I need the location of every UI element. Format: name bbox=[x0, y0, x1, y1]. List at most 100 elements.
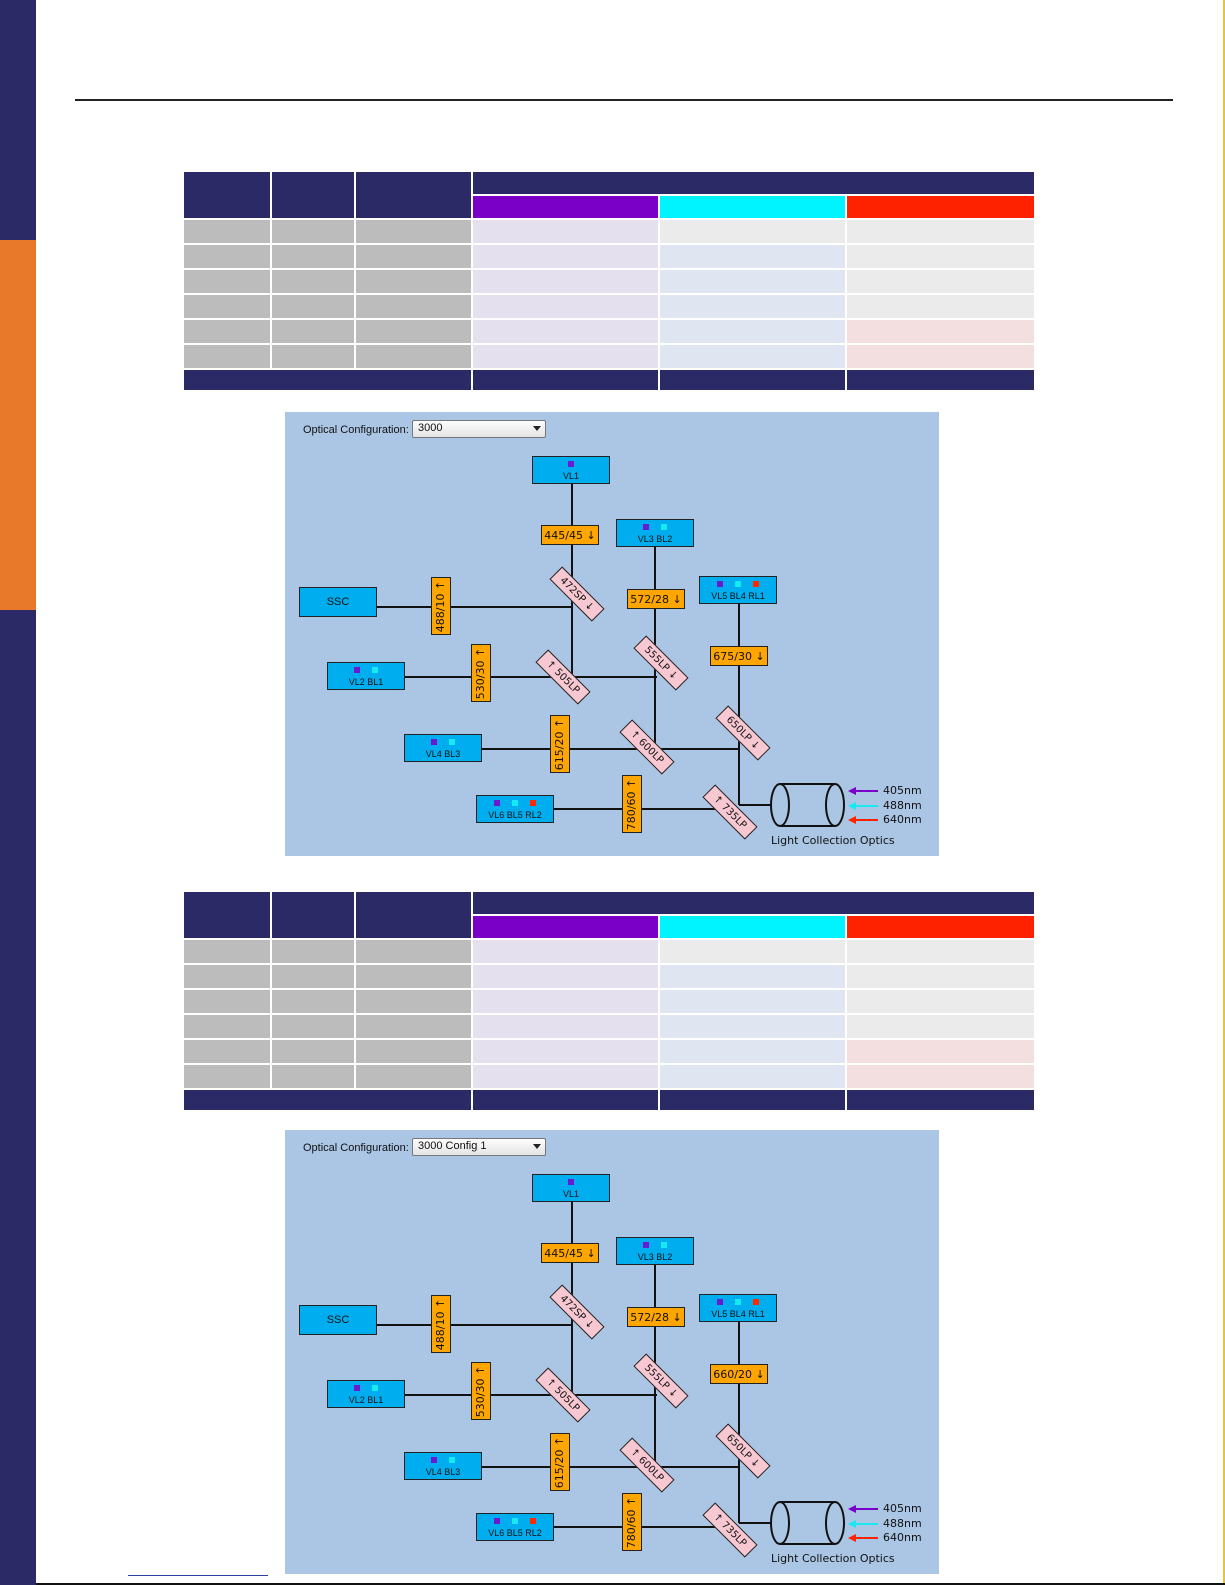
filter-780-60[interactable]: 780/60 ↑ bbox=[622, 1493, 642, 1551]
table-row bbox=[182, 963, 1037, 990]
red-laser-column bbox=[844, 914, 1037, 940]
chevron-down-icon bbox=[533, 1144, 541, 1149]
violet-laser-column bbox=[471, 914, 660, 940]
laser-488: 488nm bbox=[883, 1517, 922, 1530]
table-row bbox=[182, 1013, 1037, 1040]
light-collection-optics-icon bbox=[770, 783, 845, 827]
violet-dot-icon bbox=[431, 739, 437, 745]
optical-panel-2: Optical Configuration: 3000 Config 1 VL1… bbox=[285, 1130, 939, 1574]
red-laser-column bbox=[844, 194, 1037, 220]
table-footer bbox=[182, 1088, 1037, 1112]
table-row bbox=[182, 243, 1037, 270]
cyan-dot-icon bbox=[372, 667, 378, 673]
violet-dot-icon bbox=[717, 581, 723, 587]
detector-vl3-bl2[interactable]: VL3 BL2 bbox=[616, 1237, 694, 1265]
filter-445-45[interactable]: 445/45 ↓ bbox=[541, 525, 599, 545]
laser-header bbox=[470, 890, 1037, 916]
violet-dot-icon bbox=[354, 1385, 360, 1391]
cyan-dot-icon bbox=[661, 1242, 667, 1248]
table-row bbox=[182, 1063, 1037, 1090]
optical-config-label: Optical Configuration: bbox=[303, 1142, 409, 1154]
detector-vl5-bl4-rl1[interactable]: VL5 BL4 RL1 bbox=[699, 1294, 777, 1322]
cyan-dot-icon bbox=[661, 524, 667, 530]
detector-ssc[interactable]: SSC bbox=[299, 587, 377, 617]
optical-config-value: 3000 bbox=[418, 422, 443, 434]
detector-vl6-bl5-rl2[interactable]: VL6 BL5 RL2 bbox=[476, 795, 554, 823]
cyan-dot-icon bbox=[735, 581, 741, 587]
detector-ssc[interactable]: SSC bbox=[299, 1305, 377, 1335]
table-row bbox=[182, 343, 1037, 370]
light-collection-optics-label: Light Collection Optics bbox=[771, 834, 895, 847]
laser-405: 405nm bbox=[883, 1502, 922, 1515]
table-row bbox=[182, 1038, 1037, 1065]
filter-615-20[interactable]: 615/20 ↑ bbox=[550, 1433, 570, 1491]
filter-675-30[interactable]: 675/30 ↓ bbox=[710, 646, 768, 666]
red-dot-icon bbox=[530, 1518, 536, 1524]
cyan-dot-icon bbox=[449, 1457, 455, 1463]
sidebar-accent-orange bbox=[0, 240, 36, 610]
violet-dot-icon bbox=[717, 1299, 723, 1305]
light-path-lines bbox=[377, 484, 878, 827]
filter-780-60[interactable]: 780/60 ↑ bbox=[622, 775, 642, 833]
laser-640: 640nm bbox=[883, 1531, 922, 1544]
detector-vl2-bl1[interactable]: VL2 BL1 bbox=[327, 1380, 405, 1408]
violet-dot-icon bbox=[568, 1179, 574, 1185]
laser-arrows bbox=[848, 787, 878, 824]
table-row bbox=[182, 218, 1037, 245]
detector-vl5-bl4-rl1[interactable]: VL5 BL4 RL1 bbox=[699, 576, 777, 604]
laser-405: 405nm bbox=[883, 784, 922, 797]
detector-vl1[interactable]: VL1 bbox=[532, 456, 610, 484]
table-row bbox=[182, 318, 1037, 345]
blue-laser-column bbox=[658, 194, 847, 220]
detector-vl3-bl2[interactable]: VL3 BL2 bbox=[616, 519, 694, 547]
optical-config-dropdown[interactable]: 3000 bbox=[412, 420, 546, 438]
chevron-down-icon bbox=[533, 426, 541, 431]
light-path-lines bbox=[377, 1202, 878, 1545]
cyan-dot-icon bbox=[449, 739, 455, 745]
spec-table-1 bbox=[182, 170, 1037, 392]
light-collection-optics-label: Light Collection Optics bbox=[771, 1552, 895, 1565]
filter-615-20[interactable]: 615/20 ↑ bbox=[550, 715, 570, 773]
filter-660-20[interactable]: 660/20 ↓ bbox=[710, 1364, 768, 1384]
cyan-dot-icon bbox=[372, 1385, 378, 1391]
violet-dot-icon bbox=[431, 1457, 437, 1463]
detector-vl6-bl5-rl2[interactable]: VL6 BL5 RL2 bbox=[476, 1513, 554, 1541]
violet-dot-icon bbox=[568, 461, 574, 467]
violet-dot-icon bbox=[354, 667, 360, 673]
table-footer bbox=[182, 368, 1037, 392]
filter-488-10[interactable]: 488/10 ↑ bbox=[431, 577, 451, 635]
filter-530-30[interactable]: 530/30 ↑ bbox=[471, 1362, 491, 1420]
laser-488: 488nm bbox=[883, 799, 922, 812]
optical-config-dropdown[interactable]: 3000 Config 1 bbox=[412, 1138, 546, 1156]
optical-panel-1: Optical Configuration: 3000 VL1 VL3 BL2 … bbox=[285, 412, 939, 856]
filter-530-30[interactable]: 530/30 ↑ bbox=[471, 644, 491, 702]
optical-config-value: 3000 Config 1 bbox=[418, 1140, 487, 1152]
violet-dot-icon bbox=[494, 1518, 500, 1524]
laser-arrows bbox=[848, 1505, 878, 1542]
violet-laser-column bbox=[471, 194, 660, 220]
table-row bbox=[182, 268, 1037, 295]
filter-572-28[interactable]: 572/28 ↓ bbox=[627, 589, 685, 609]
detector-vl4-bl3[interactable]: VL4 BL3 bbox=[404, 1452, 482, 1480]
spec-table-2 bbox=[182, 890, 1037, 1112]
filter-488-10[interactable]: 488/10 ↑ bbox=[431, 1295, 451, 1353]
footer-rule bbox=[36, 1583, 1225, 1585]
violet-dot-icon bbox=[494, 800, 500, 806]
detector-vl4-bl3[interactable]: VL4 BL3 bbox=[404, 734, 482, 762]
violet-dot-icon bbox=[643, 1242, 649, 1248]
cyan-dot-icon bbox=[512, 1518, 518, 1524]
laser-header bbox=[470, 170, 1037, 196]
filter-572-28[interactable]: 572/28 ↓ bbox=[627, 1307, 685, 1327]
detector-vl2-bl1[interactable]: VL2 BL1 bbox=[327, 662, 405, 690]
header-rule bbox=[75, 99, 1173, 101]
red-dot-icon bbox=[753, 581, 759, 587]
page-edge bbox=[1223, 0, 1225, 1585]
detector-vl1[interactable]: VL1 bbox=[532, 1174, 610, 1202]
table-row bbox=[182, 938, 1037, 965]
filter-445-45[interactable]: 445/45 ↓ bbox=[541, 1243, 599, 1263]
cyan-dot-icon bbox=[735, 1299, 741, 1305]
footer-link[interactable] bbox=[128, 1575, 268, 1576]
laser-640: 640nm bbox=[883, 813, 922, 826]
sidebar-accent-bottom bbox=[0, 610, 36, 1585]
table-row bbox=[182, 293, 1037, 320]
